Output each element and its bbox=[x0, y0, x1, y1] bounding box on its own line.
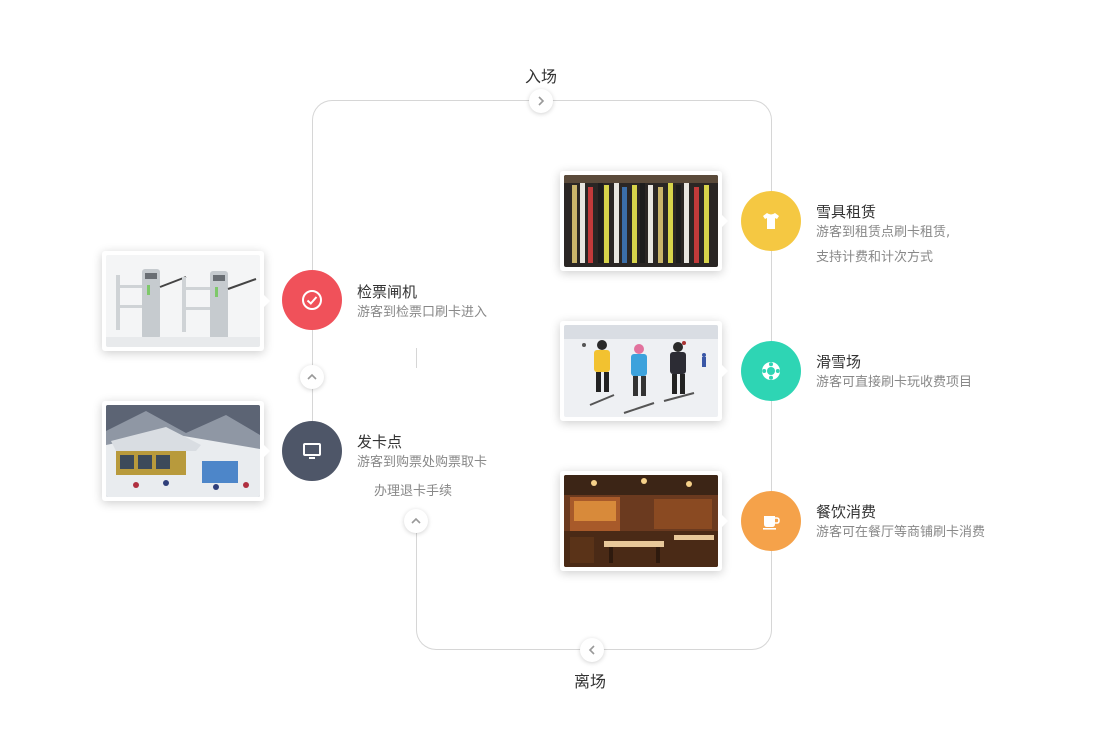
card-point-title: 发卡点 bbox=[357, 433, 403, 451]
entry-arrow-button[interactable] bbox=[529, 89, 553, 113]
dining-photo bbox=[560, 471, 728, 571]
exit-arrow-button[interactable] bbox=[580, 638, 604, 662]
slope-title: 滑雪场 bbox=[816, 353, 862, 371]
chevron-up-icon bbox=[411, 517, 421, 524]
gate-desc-line-1: 游客到检票口刷卡进入 bbox=[357, 305, 488, 320]
rental-title: 雪具租赁 bbox=[816, 203, 877, 221]
card-point-photo bbox=[102, 401, 270, 501]
skiers-image bbox=[564, 325, 718, 417]
exit-label: 离场 bbox=[574, 672, 607, 691]
card-point-desc-line-2: 办理退卡手续 bbox=[374, 484, 453, 499]
cup-icon bbox=[763, 516, 780, 530]
chevron-left-icon bbox=[588, 645, 595, 655]
lifebuoy-icon bbox=[762, 362, 780, 380]
rental-photo bbox=[560, 171, 728, 271]
card-point-circle bbox=[282, 421, 342, 481]
restaurant-image bbox=[564, 475, 718, 567]
return-up-arrow-button[interactable] bbox=[404, 509, 428, 533]
gate-circle bbox=[282, 270, 342, 330]
slope-circle bbox=[741, 341, 801, 401]
card-point-desc-line-1: 游客到购票处购票取卡 bbox=[357, 455, 488, 470]
gate-title: 检票闸机 bbox=[357, 283, 418, 301]
rental-desc-line-1: 游客到租赁点刷卡租赁, bbox=[816, 225, 951, 240]
rental-circle bbox=[741, 191, 801, 251]
tshirt-icon bbox=[763, 213, 779, 229]
ticket-office-image bbox=[106, 405, 260, 497]
check-circle-icon bbox=[302, 290, 322, 310]
slope-desc-line-1: 游客可直接刷卡玩收费项目 bbox=[816, 375, 973, 390]
turnstile-image bbox=[106, 255, 260, 347]
gate-photo bbox=[102, 251, 270, 351]
entry-label: 入场 bbox=[525, 67, 558, 86]
ski-rack-image bbox=[564, 175, 718, 267]
dining-title: 餐饮消费 bbox=[816, 503, 877, 521]
dining-desc-line-1: 游客可在餐厅等商铺刷卡消费 bbox=[816, 525, 986, 540]
gate-up-arrow-button[interactable] bbox=[300, 365, 324, 389]
monitor-icon bbox=[303, 443, 321, 459]
rental-desc-line-2: 支持计费和计次方式 bbox=[816, 250, 934, 265]
slope-photo bbox=[560, 321, 728, 421]
chevron-up-icon bbox=[307, 373, 317, 380]
chevron-right-icon bbox=[538, 96, 545, 106]
dining-circle bbox=[741, 491, 801, 551]
